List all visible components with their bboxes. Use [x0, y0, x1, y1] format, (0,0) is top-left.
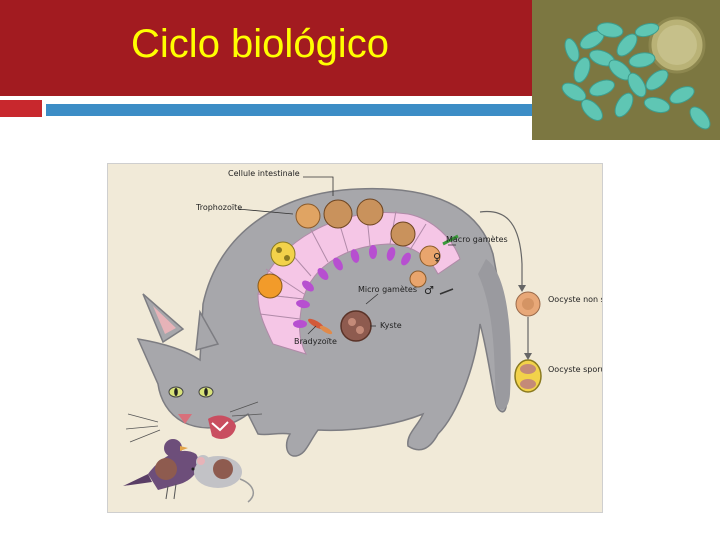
male-symbol: ♂: [424, 284, 434, 297]
intestine-illustration: [257, 198, 461, 355]
cat-illustration: [125, 187, 511, 457]
oocyst-micrograph-icon: [532, 0, 720, 140]
label-kyste: Kyste: [380, 321, 402, 330]
label-oocyste-non-sporule: Oocyste non sporulé: [548, 294, 603, 304]
life-cycle-diagram: Cellule intestinale Trophozoïte Macro ga…: [107, 163, 603, 513]
label-micro-gametes: Micro gamètes: [358, 284, 417, 294]
bird-illustration: [123, 439, 199, 500]
accent-bar-blue: [46, 104, 532, 116]
slide-title: Ciclo biológico: [131, 22, 389, 66]
label-trophozoite: Trophozoïte: [195, 203, 242, 212]
label-bradyzoite: Bradyzoïte: [294, 337, 337, 346]
label-cellule-intestinale: Cellule intestinale: [228, 169, 300, 178]
accent-bar-red: [0, 100, 42, 117]
label-macro-gametes: Macro gamètes: [446, 234, 508, 244]
female-symbol: ♀: [433, 251, 441, 264]
title-bar: [0, 0, 532, 96]
oocyst-illustration: [479, 210, 542, 393]
label-oocyste-sporule: Oocyste sporulé: [548, 364, 603, 374]
mouse-illustration: [191, 455, 255, 503]
